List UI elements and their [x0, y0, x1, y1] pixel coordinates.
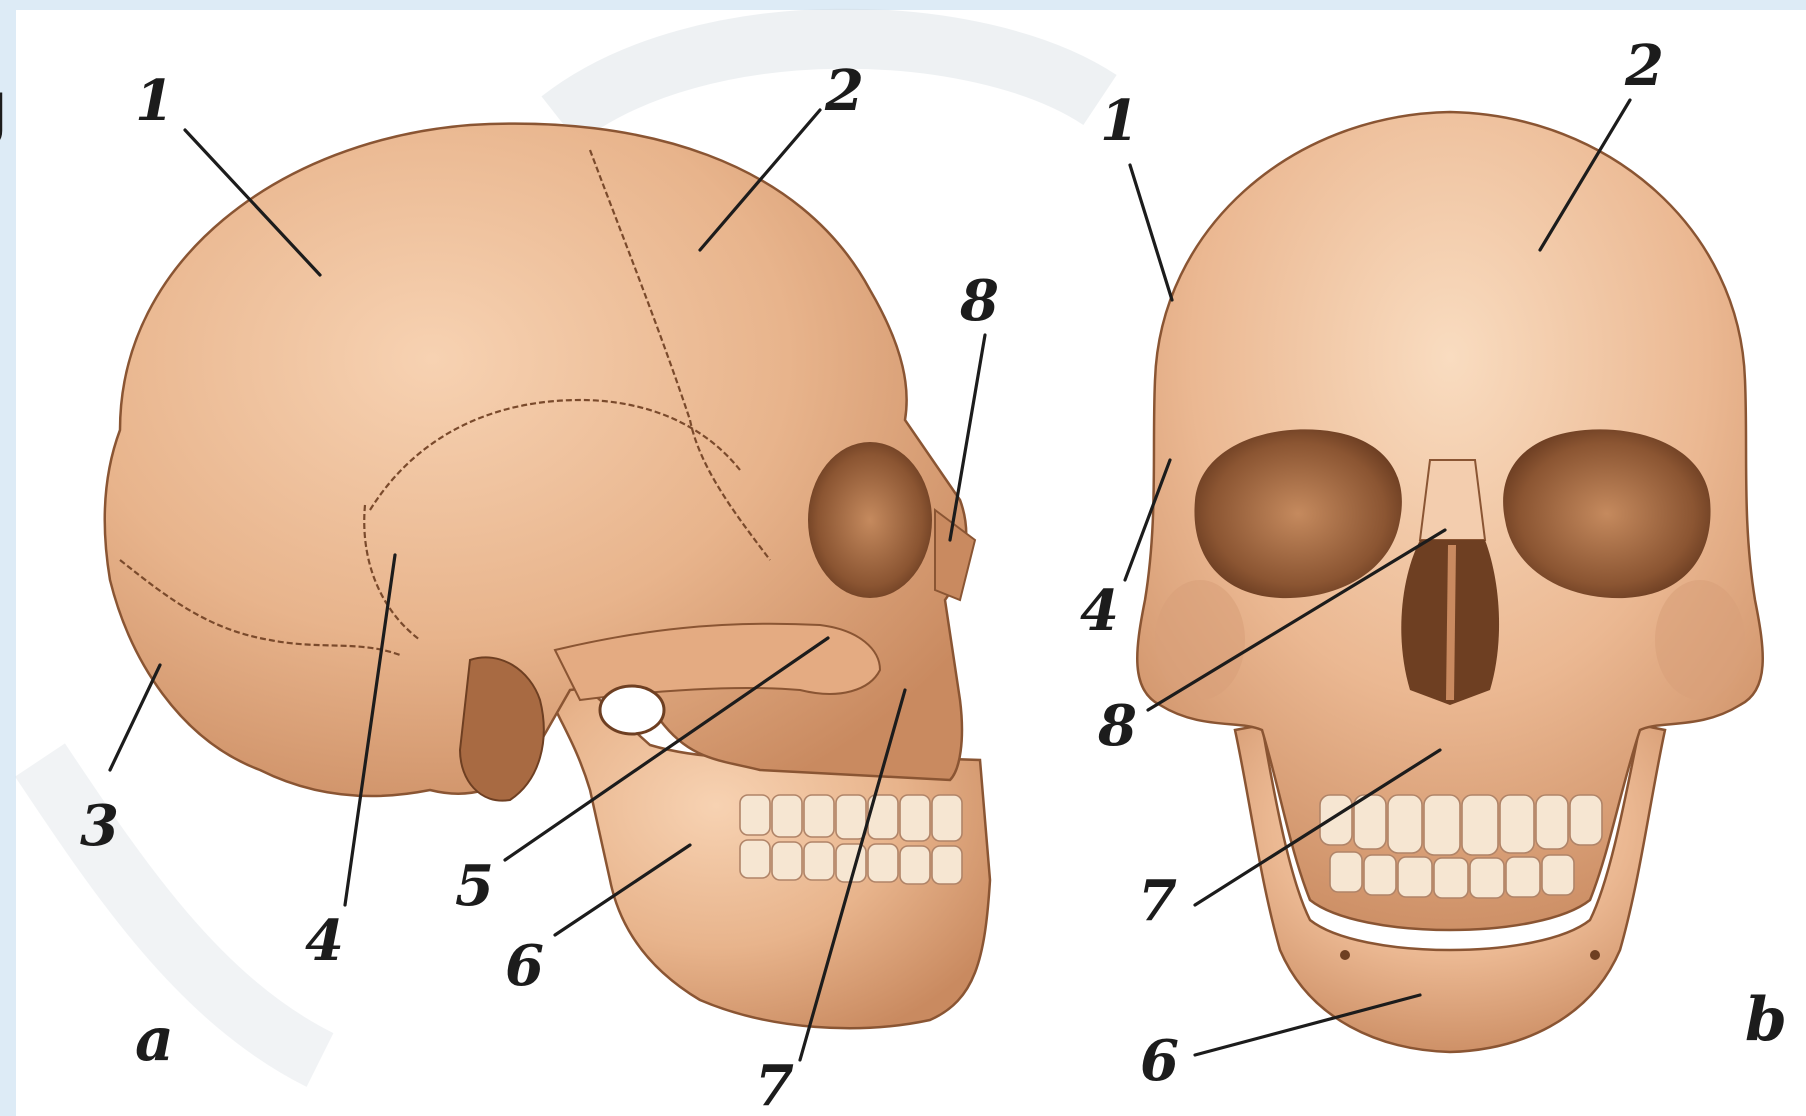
- label-a-3: 3: [80, 793, 119, 859]
- frontal-nasal-bone: [1420, 460, 1485, 540]
- label-a-2: 2: [824, 58, 864, 124]
- mental-foramen-right: [1340, 950, 1350, 960]
- frontal-zygoma-left: [1655, 580, 1745, 700]
- lateral-orbit: [808, 442, 932, 598]
- label-b-8: 8: [1097, 693, 1137, 759]
- label-a-5: 5: [455, 853, 494, 919]
- frontal-nasal-septum: [1450, 545, 1452, 700]
- label-a-4: 4: [305, 908, 344, 974]
- label-a-8: 8: [959, 268, 999, 334]
- label-b-2: 2: [1624, 33, 1664, 99]
- panel-caption-a: a: [135, 1005, 174, 1075]
- frontal-skull: [1137, 112, 1762, 1052]
- lateral-ear-opening: [600, 686, 664, 734]
- panel-caption-b: b: [1745, 985, 1787, 1055]
- leader-a-8: [950, 335, 985, 540]
- label-b-6: 6: [1140, 1028, 1179, 1094]
- leader-a-3: [110, 665, 160, 770]
- lateral-skull: [105, 124, 990, 1029]
- label-b-7: 7: [1138, 868, 1177, 934]
- label-a-7: 7: [755, 1053, 794, 1116]
- label-a-6: 6: [505, 933, 544, 999]
- label-b-1: 1: [1100, 88, 1139, 154]
- leader-b-1: [1130, 165, 1172, 300]
- label-b-4: 4: [1080, 578, 1119, 644]
- frontal-zygoma-right: [1155, 580, 1245, 700]
- edge-mark: J: [0, 81, 8, 149]
- mental-foramen-left: [1590, 950, 1600, 960]
- label-a-1: 1: [135, 68, 174, 134]
